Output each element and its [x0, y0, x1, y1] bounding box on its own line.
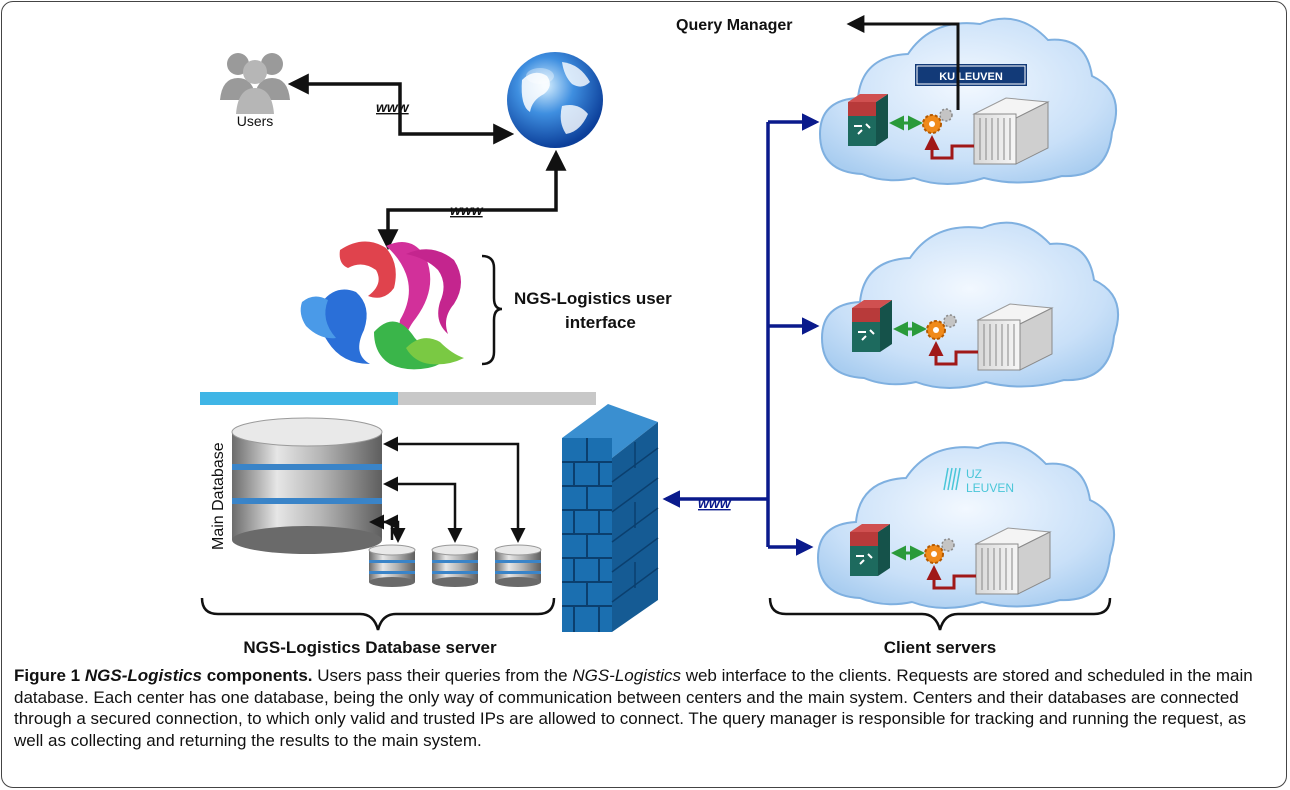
caption-figure-label: Figure 1 [14, 666, 81, 685]
uz-leuven-logo: UZ LEUVEN [943, 467, 1014, 495]
gear-server-link-2 [928, 341, 978, 366]
server-icon [976, 303, 1054, 371]
query-manager-label: Query Manager [676, 17, 792, 34]
db-server-brace [200, 597, 556, 631]
www-label-bottom: www [698, 495, 732, 511]
ngs-logistics-logo [300, 241, 464, 370]
users-globe-link [287, 73, 515, 145]
db-server-label: NGS-Logistics Database server [243, 638, 497, 657]
divider-bar-blue [200, 392, 398, 405]
db-link-3 [383, 436, 526, 543]
ku-leuven-text: KU LEUVEN [939, 71, 1003, 83]
www-label-middle: www [450, 202, 484, 218]
client-firewall-icon [852, 300, 892, 352]
gear-server-link-3 [926, 565, 976, 590]
gear-icon [926, 314, 957, 340]
divider-bar-gray [398, 392, 596, 405]
server-icon [972, 97, 1050, 165]
client-firewall-icon [848, 94, 888, 146]
caption-title-italic: NGS-Logistics [84, 666, 202, 685]
ngs-ui-label-line2: interface [565, 313, 636, 332]
users-icon [220, 53, 290, 114]
client-servers-brace [768, 597, 1112, 631]
client-components-1 [848, 94, 1050, 165]
main-database-label: Main Database [210, 442, 227, 550]
users-label: Users [237, 113, 274, 129]
client-components-2 [852, 300, 1054, 371]
center-database-icon-2 [431, 544, 479, 587]
caption-title-rest: components. [201, 666, 313, 685]
gear-icon [924, 538, 955, 564]
leuven-text: LEUVEN [966, 481, 1014, 495]
main-database-icon [231, 417, 383, 554]
client-firewall-icon [850, 524, 890, 576]
uz-text: UZ [966, 467, 982, 481]
db-link-1 [383, 514, 398, 540]
www-label-top: www [376, 99, 410, 115]
ku-leuven-logo: KU LEUVEN [915, 64, 1027, 86]
gear-server-link [924, 135, 974, 160]
caption-text-italic: NGS-Logistics [572, 666, 681, 685]
server-icon [974, 527, 1052, 595]
center-database-icon-3 [494, 544, 542, 587]
db-link-1-stub [369, 514, 406, 543]
caption-text-1: Users pass their queries from the [312, 666, 573, 685]
db-link-2 [383, 476, 463, 543]
ngs-ui-label-line1: NGS-Logistics user [514, 289, 672, 308]
center-database-icon-1 [368, 544, 416, 587]
ui-brace [481, 254, 503, 366]
caption-text-2: web interface to the clients. Requests a… [14, 666, 1253, 750]
gear-icon [922, 108, 953, 134]
query-manager-link [846, 15, 960, 110]
firewall-icon [562, 404, 659, 632]
globe-icon [507, 52, 603, 148]
figure-caption: Figure 1 NGS-Logistics components. Users… [14, 665, 1276, 751]
client-servers-label: Client servers [884, 638, 996, 657]
globe-ui-link [377, 149, 567, 251]
client-components-3 [850, 524, 1052, 595]
